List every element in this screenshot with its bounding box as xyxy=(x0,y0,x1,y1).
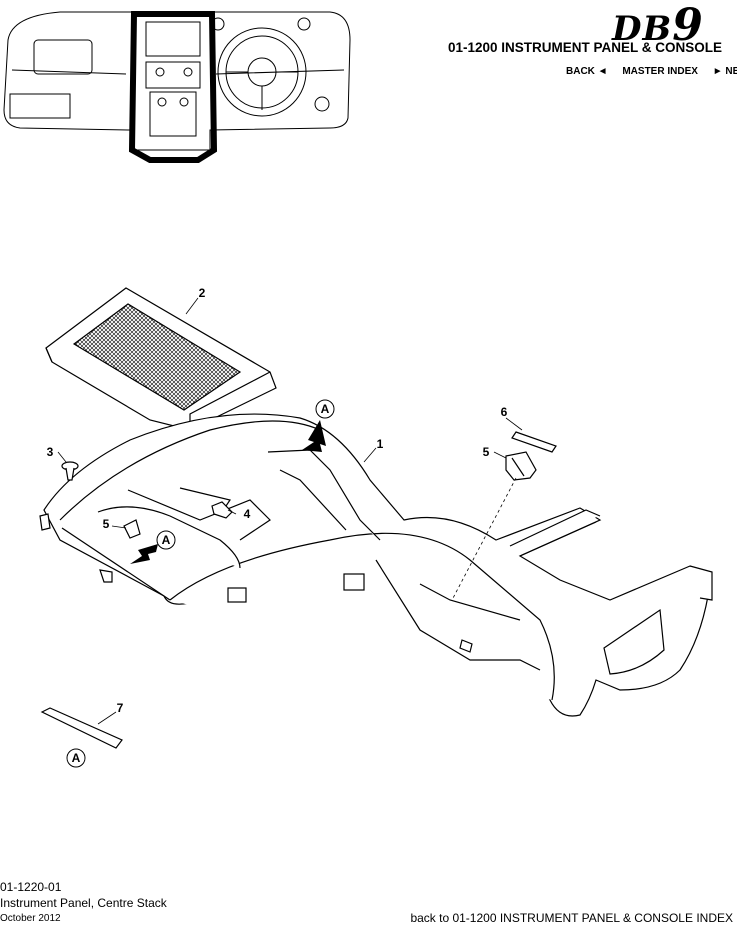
view-marker-label: A xyxy=(162,533,171,547)
master-index-link[interactable]: MASTER INDEX xyxy=(622,66,698,77)
back-link[interactable]: BACK ◄ xyxy=(566,66,608,77)
view-marker-label: A xyxy=(321,402,330,416)
part-7-foam-strip xyxy=(40,707,123,749)
part-4-clip xyxy=(211,501,233,519)
db9-logo: DB9 xyxy=(612,0,704,51)
part-2-grille-panel xyxy=(45,287,277,431)
callout-5-left: 5 xyxy=(103,517,110,531)
publication-date: October 2012 xyxy=(0,913,61,924)
part-6-strip xyxy=(511,431,557,453)
logo-db: DB xyxy=(612,9,673,49)
part-5-clip-right xyxy=(505,451,537,481)
navigation-bar: BACK ◄ MASTER INDEX ► NEXT xyxy=(566,66,737,77)
view-marker-a-detail xyxy=(66,748,86,768)
part-name: Instrument Panel, Centre Stack xyxy=(0,896,167,910)
view-arrow-lower xyxy=(130,544,158,564)
callout-6: 6 xyxy=(501,405,508,419)
view-arrow-upper xyxy=(302,420,326,452)
callout-2: 2 xyxy=(199,286,206,300)
view-marker-a-lower xyxy=(156,530,176,550)
callout-7: 7 xyxy=(117,701,124,715)
next-link[interactable]: ► NEXT xyxy=(712,66,737,77)
part-5-clip-left xyxy=(123,519,141,539)
logo-nine: 9 xyxy=(672,0,704,51)
callout-3: 3 xyxy=(47,445,54,459)
part-1-centre-stack xyxy=(39,413,713,717)
part-code: 01-1220-01 xyxy=(0,880,62,894)
part-3-screw xyxy=(61,461,79,481)
page-title: 01-1200 INSTRUMENT PANEL & CONSOLE xyxy=(448,40,723,55)
view-marker-label: A xyxy=(72,751,81,765)
callout-1: 1 xyxy=(377,437,384,451)
callout-4: 4 xyxy=(244,507,251,521)
view-marker-a-upper xyxy=(315,399,335,419)
callout-5-right: 5 xyxy=(483,445,490,459)
back-to-index-link[interactable]: back to 01-1200 INSTRUMENT PANEL & CONSO… xyxy=(410,911,733,925)
